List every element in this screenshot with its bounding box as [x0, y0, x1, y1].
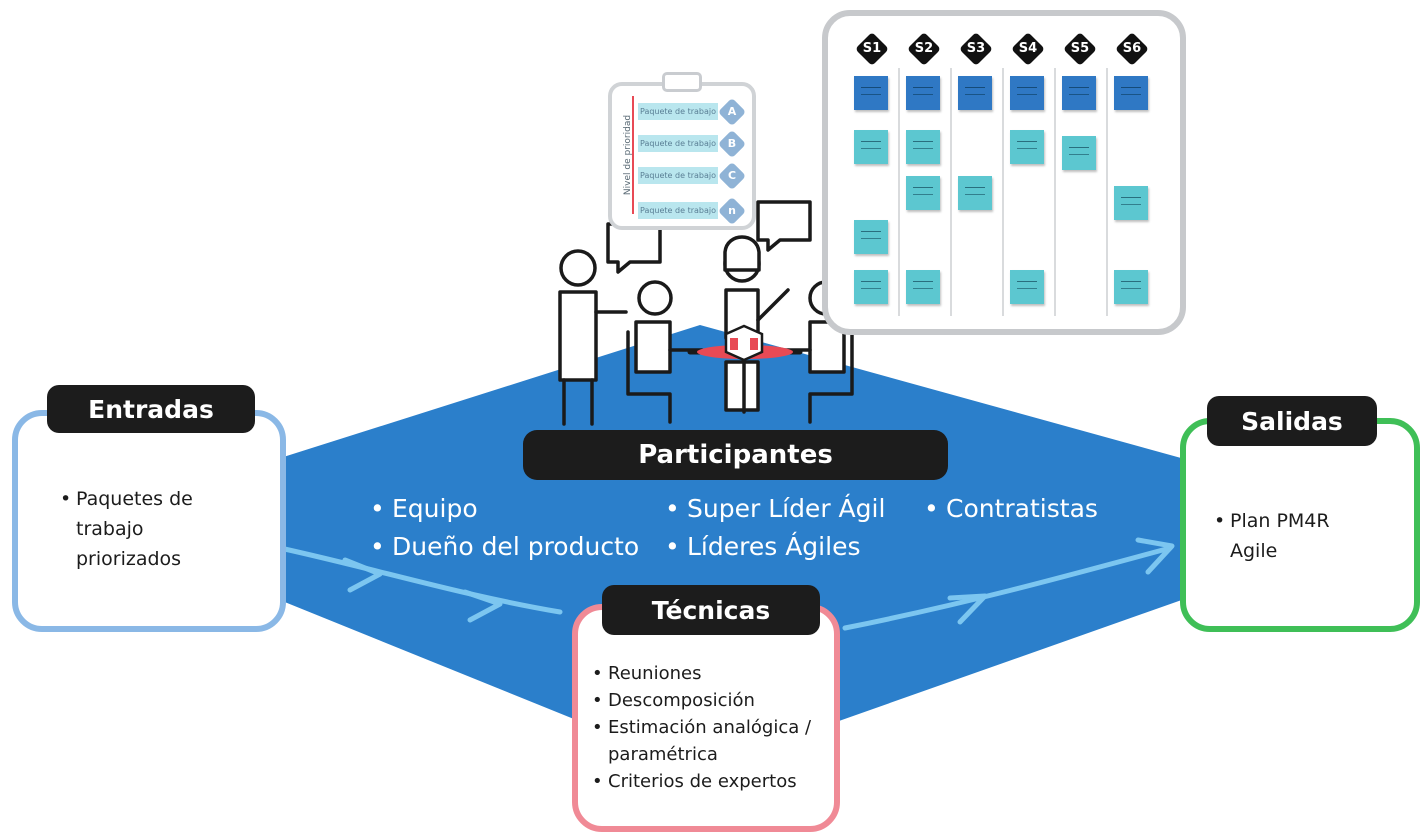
tecnicas-title: Técnicas	[602, 585, 820, 635]
tecnicas-item: Estimación analógica / paramétrica	[592, 714, 832, 768]
salidas-list: Plan PM4R Agile	[1214, 506, 1344, 566]
sticky-note	[1114, 76, 1148, 110]
tecnicas-item: Reuniones	[592, 660, 832, 687]
priority-item-label: Paquete de trabajo	[638, 135, 718, 152]
sticky-note	[958, 76, 992, 110]
priority-item-label: Paquete de trabajo	[638, 202, 718, 219]
participante-item: Equipo	[368, 490, 639, 528]
priority-letter-badge: n	[717, 196, 747, 226]
tecnicas-item: Descomposición	[592, 687, 832, 714]
sticky-note	[1010, 130, 1044, 164]
sprint-divider	[1002, 68, 1004, 316]
participantes-title: Participantes	[523, 430, 948, 480]
priority-letter-badge: B	[717, 129, 747, 159]
entradas-title: Entradas	[47, 385, 255, 433]
entradas-list: Paquetes de trabajo priorizados	[60, 484, 230, 574]
priority-axis-arrow	[632, 96, 634, 214]
tecnicas-box: Reuniones Descomposición Estimación anal…	[572, 604, 840, 832]
participante-item: Dueño del producto	[368, 528, 639, 566]
sticky-note	[958, 176, 992, 210]
sticky-note	[906, 270, 940, 304]
sprint-divider	[1054, 68, 1056, 316]
participantes-col-1: Equipo Dueño del producto	[368, 490, 639, 566]
sprint-badge: S1	[855, 32, 889, 66]
sticky-note	[1114, 186, 1148, 220]
sticky-note	[854, 220, 888, 254]
sprint-divider	[898, 68, 900, 316]
sticky-note	[906, 130, 940, 164]
sticky-note	[1010, 76, 1044, 110]
flow-arrow	[277, 537, 1175, 631]
tecnicas-list: Reuniones Descomposición Estimación anal…	[592, 660, 832, 795]
participants-illustration	[558, 200, 854, 426]
salidas-item: Plan PM4R Agile	[1214, 506, 1344, 566]
participante-item: Líderes Ágiles	[663, 528, 885, 566]
participante-item: Contratistas	[922, 490, 1098, 528]
entradas-box: Paquetes de trabajo priorizados	[12, 410, 286, 632]
sticky-note	[906, 176, 940, 210]
sticky-note	[854, 270, 888, 304]
priority-item-label: Paquete de trabajo	[638, 103, 718, 120]
participantes-col-2: Super Líder Ágil Líderes Ágiles	[663, 490, 885, 566]
sticky-note	[854, 76, 888, 110]
salidas-box: Plan PM4R Agile	[1180, 418, 1420, 632]
salidas-title: Salidas	[1207, 396, 1377, 446]
sprint-divider	[1106, 68, 1108, 316]
priority-letter-badge: C	[717, 161, 747, 191]
priority-board-clip	[662, 72, 702, 92]
participante-item: Super Líder Ágil	[663, 490, 885, 528]
sprint-badge: S5	[1063, 32, 1097, 66]
sprint-badge: S3	[959, 32, 993, 66]
sprint-badge: S2	[907, 32, 941, 66]
sticky-note	[1010, 270, 1044, 304]
priority-letter-badge: A	[717, 97, 747, 127]
sticky-note	[1062, 76, 1096, 110]
entradas-item: Paquetes de trabajo priorizados	[60, 484, 230, 574]
sticky-note	[854, 130, 888, 164]
tecnicas-item: Criterios de expertos	[592, 768, 832, 795]
sticky-note	[906, 76, 940, 110]
sprint-badge: S6	[1115, 32, 1149, 66]
sticky-note	[1114, 270, 1148, 304]
sprint-divider	[950, 68, 952, 316]
participantes-col-3: Contratistas	[922, 490, 1098, 528]
box-icon	[724, 324, 764, 362]
priority-item-label: Paquete de trabajo	[638, 167, 718, 184]
sticky-note	[1062, 136, 1096, 170]
sprint-badge: S4	[1011, 32, 1045, 66]
